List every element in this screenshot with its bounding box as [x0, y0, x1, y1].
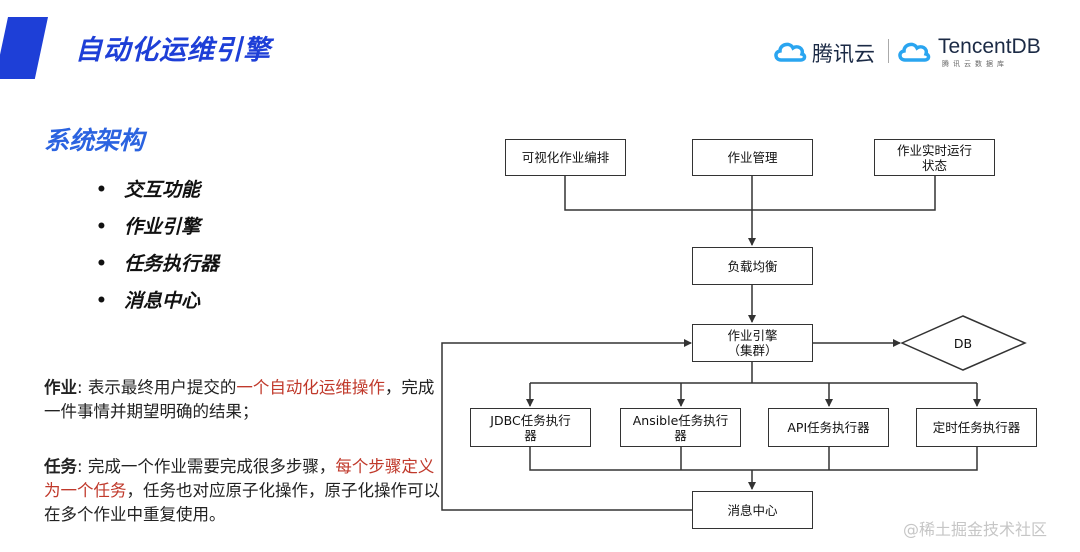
- feature-item: 任务执行器: [96, 250, 219, 287]
- task-text-1: 完成一个作业需要完成很多步骤，: [87, 457, 336, 476]
- tencent-cloud-text: 腾讯云: [812, 43, 875, 66]
- feature-item: 作业引擎: [96, 213, 219, 250]
- tencentdb-subtext: 腾讯云数据库: [942, 60, 1008, 68]
- page-title: 自动化运维引擎: [75, 35, 271, 66]
- job-text-2: ，完成一件事情并期望明确的结果；: [44, 378, 435, 421]
- task-highlight: 每个步骤定义为一个任务: [44, 457, 435, 500]
- feature-list: 交互功能 作业引擎 任务执行器 消息中心: [96, 176, 219, 324]
- node-db: DB: [953, 336, 973, 351]
- node-ansible-executor: Ansible任务执行 器: [620, 408, 741, 447]
- connector-executors-mc: [529, 447, 978, 471]
- node-jdbc-executor: JDBC任务执行 器: [470, 408, 591, 447]
- tencentdb-logo-icon: [898, 42, 931, 62]
- node-load-balancer: 负载均衡: [692, 247, 813, 285]
- feature-item: 消息中心: [96, 287, 219, 324]
- task-term: 任务: [44, 457, 77, 476]
- job-definition: 作业: 表示最终用户提交的一个自动化运维操作，完成一件事情并期望明确的结果；: [44, 376, 444, 424]
- task-sep: :: [77, 457, 88, 476]
- job-highlight: 一个自动化运维操作: [236, 378, 385, 397]
- task-text-2: ，任务也对应原子化操作，原子化操作可以在多个作业中重复使用。: [44, 481, 440, 524]
- node-api-executor: API任务执行器: [768, 408, 889, 447]
- tencent-cloud-logo-icon: [774, 42, 807, 62]
- watermark: @稀土掘金技术社区: [903, 520, 1048, 539]
- node-scheduled-executor: 定时任务执行器: [916, 408, 1037, 447]
- job-term: 作业: [44, 378, 77, 397]
- tencentdb-text: TencentDB: [938, 35, 1041, 58]
- brand-logos: 腾讯云 TencentDB 腾讯云数据库: [772, 34, 1062, 68]
- node-visual-orchestration: 可视化作业编排: [505, 139, 626, 176]
- connector-feedback-loop: [441, 339, 693, 511]
- db-diamond: [900, 315, 1027, 371]
- node-job-management: 作业管理: [692, 139, 813, 176]
- logo-divider: [888, 39, 889, 63]
- section-title: 系统架构: [44, 126, 145, 155]
- task-definition: 任务: 完成一个作业需要完成很多步骤，每个步骤定义为一个任务，任务也对应原子化操…: [44, 455, 444, 527]
- job-text-1: 表示最终用户提交的: [87, 378, 237, 397]
- connector-visual-orchestration: [564, 176, 936, 211]
- node-message-center: 消息中心: [692, 491, 813, 529]
- connector-engine-executors: [530, 362, 977, 384]
- feature-item: 交互功能: [96, 176, 219, 213]
- node-job-engine: 作业引擎 （集群）: [692, 324, 813, 362]
- job-sep: :: [77, 378, 88, 397]
- node-job-runtime-status: 作业实时运行 状态: [874, 139, 995, 176]
